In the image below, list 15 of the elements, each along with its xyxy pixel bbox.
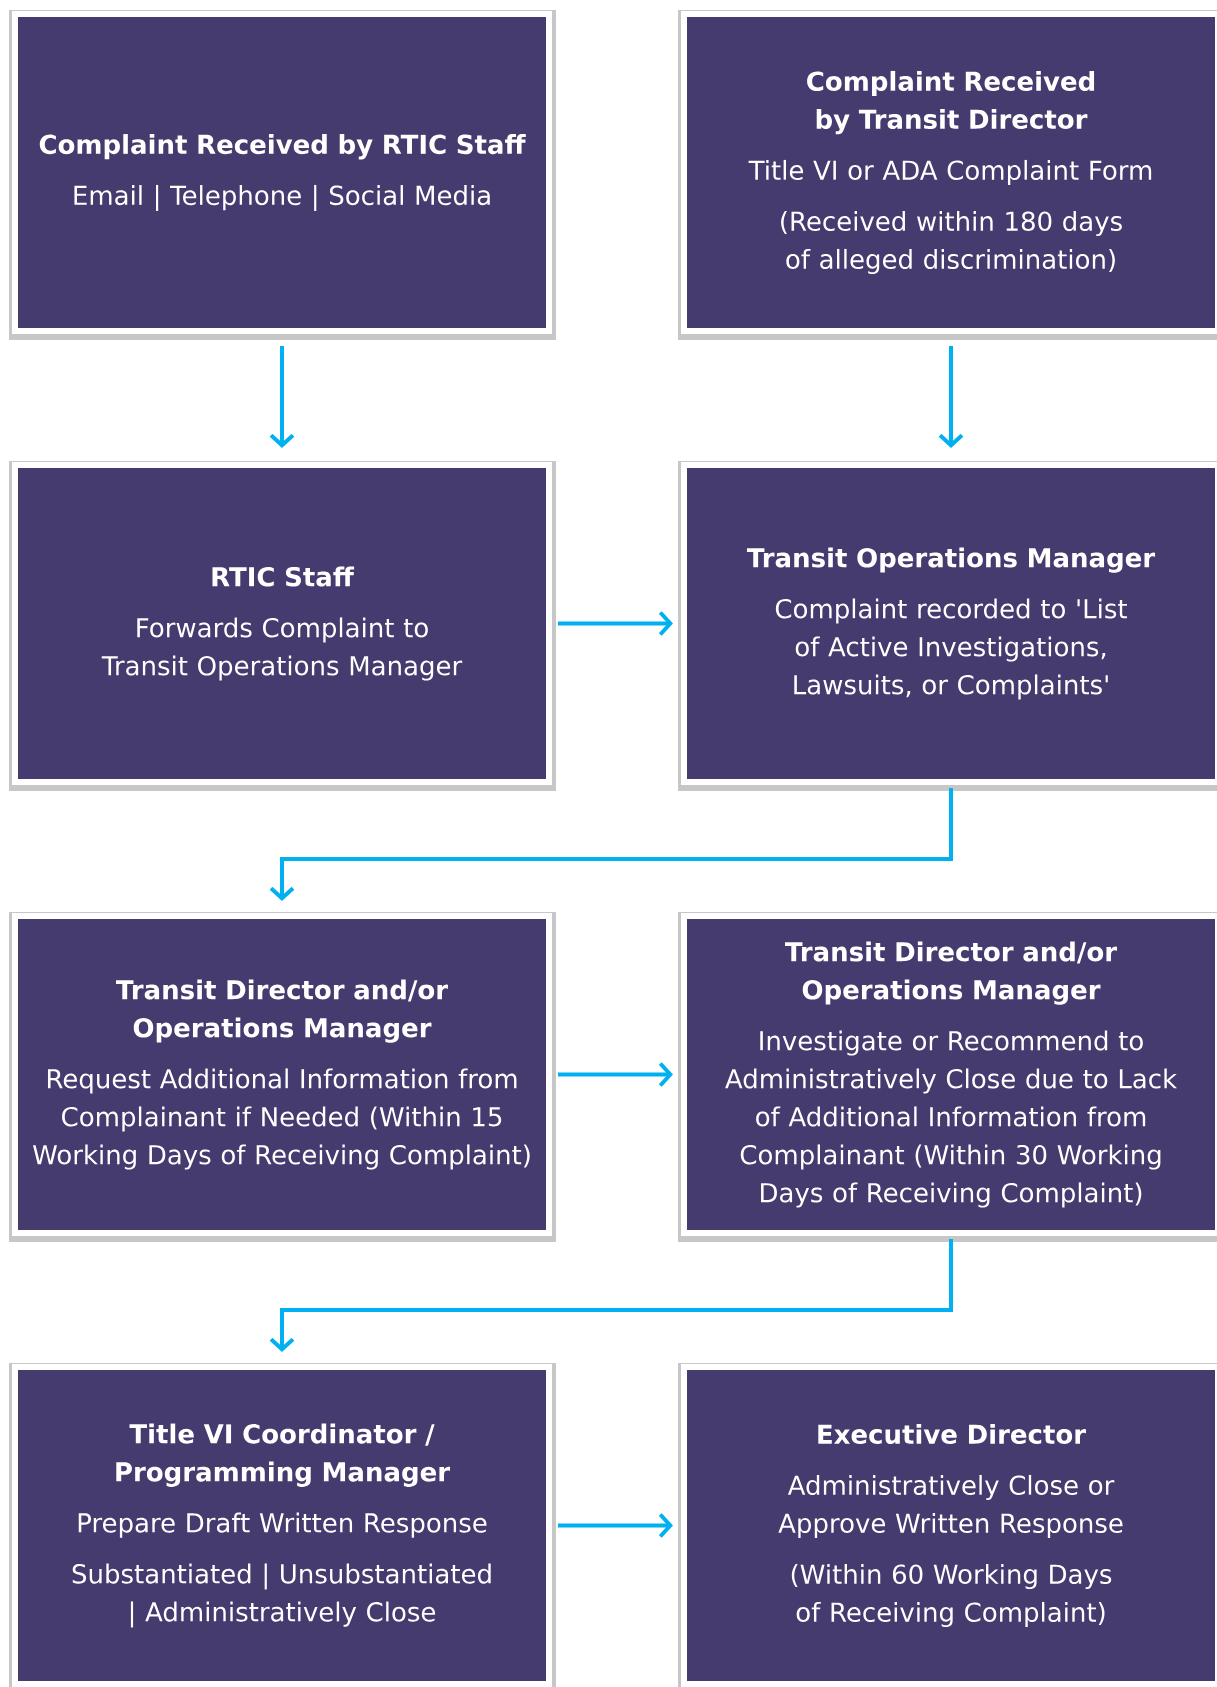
arrow	[558, 611, 673, 636]
arrow	[269, 346, 295, 448]
process-box: Title VI Coordinator / Programming Manager Prepare Draft Written Response Substantiated | Unsubstantiated | Administratively Close	[9, 1363, 556, 1687]
arrow	[558, 1062, 673, 1087]
process-box: RTIC Staff Forwards Complaint to Transit Operations Manager	[9, 461, 556, 791]
arrow	[938, 346, 964, 448]
process-box: Transit Director and/or Operations Manager Request Additional Information from Complainant if Needed (Within 15 Working Days of Receiving Complaint)	[9, 912, 556, 1242]
process-box: Complaint Received by Transit Director Title VI or ADA Complaint Form (Received within 180 days of alleged discrimination)	[678, 10, 1217, 340]
arrow	[558, 1513, 673, 1538]
process-box: Transit Operations Manager Complaint recorded to 'List of Active Investigations, Lawsuits, or Complaints'	[678, 461, 1217, 791]
process-box: Executive Director Administratively Close or Approve Written Response (Within 60 Working Days of Receiving Complaint)	[678, 1363, 1217, 1687]
process-box: Transit Director and/or Operations Manager Investigate or Recommend to Administratively Close due to Lack of Additional Information from Complainant (Within 30 Working Days of Receiving Complaint)	[678, 912, 1217, 1242]
process-box: Complaint Received by RTIC Staff Email | Telephone | Social Media	[9, 10, 556, 340]
arrow	[269, 788, 953, 901]
arrow	[269, 1239, 953, 1352]
